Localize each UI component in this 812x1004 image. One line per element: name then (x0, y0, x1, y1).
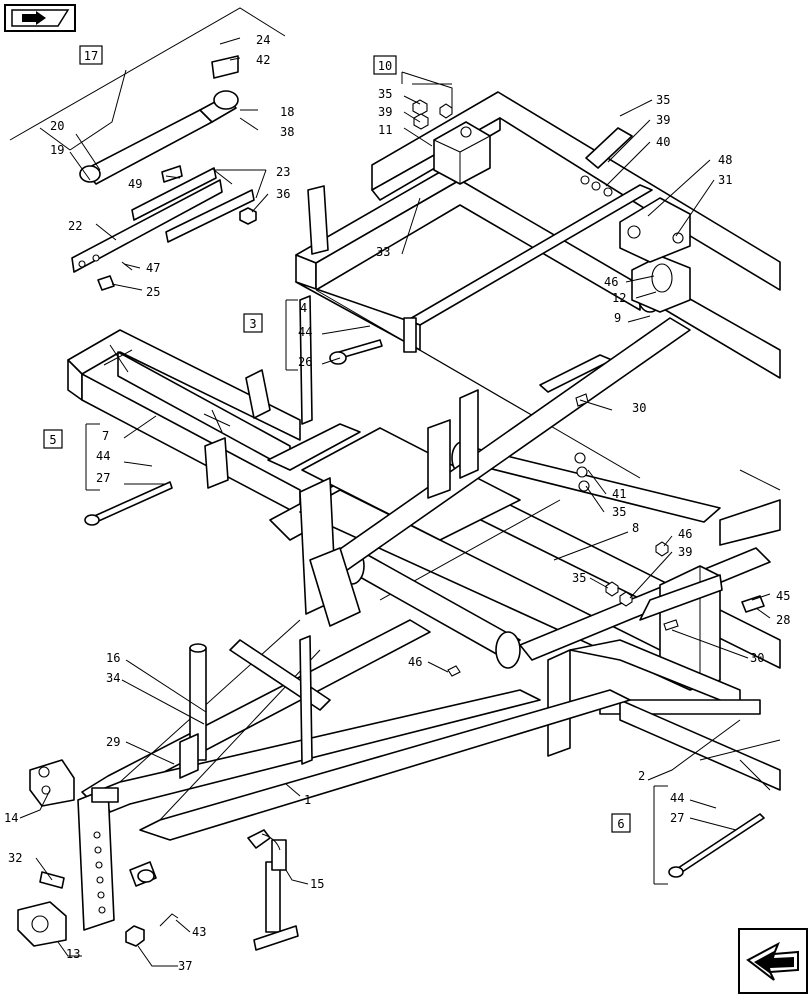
callout-labels: 24 42 18 38 20 19 49 23 36 22 47 25 35 3… (4, 33, 790, 973)
group-3[interactable]: 3 (243, 313, 263, 333)
group-label-6[interactable]: 6 (617, 817, 624, 831)
callout-23[interactable]: 23 (276, 165, 290, 179)
callout-13[interactable]: 13 (66, 947, 80, 961)
group-label-5[interactable]: 5 (49, 433, 56, 447)
group-box-6[interactable] (611, 813, 631, 833)
callout-48[interactable]: 48 (718, 153, 732, 167)
callout-35-d[interactable]: 35 (572, 571, 586, 585)
callout-46-c[interactable]: 46 (408, 655, 422, 669)
callout-40[interactable]: 40 (656, 135, 670, 149)
callout-46-a[interactable]: 46 (604, 275, 618, 289)
callout-39-a[interactable]: 39 (378, 105, 392, 119)
callout-36[interactable]: 36 (276, 187, 290, 201)
callout-49[interactable]: 49 (128, 177, 142, 191)
callout-35-a[interactable]: 35 (378, 87, 392, 101)
callout-35-b[interactable]: 35 (656, 93, 670, 107)
callout-12[interactable]: 12 (612, 291, 626, 305)
callout-39-b[interactable]: 39 (656, 113, 670, 127)
callout-14[interactable]: 14 (4, 811, 18, 825)
callout-39-c[interactable]: 39 (678, 545, 692, 559)
group-17[interactable]: 17 (79, 45, 103, 65)
callout-34[interactable]: 34 (106, 671, 120, 685)
callout-27-a[interactable]: 27 (96, 471, 110, 485)
callout-32[interactable]: 32 (8, 851, 22, 865)
callout-16[interactable]: 16 (106, 651, 120, 665)
callout-46-b[interactable]: 46 (678, 527, 692, 541)
next-arrow-icon (740, 930, 806, 992)
callout-30-a[interactable]: 30 (632, 401, 646, 415)
callout-11[interactable]: 11 (378, 123, 392, 137)
callout-20[interactable]: 20 (50, 119, 64, 133)
back-button[interactable] (4, 4, 76, 32)
next-button[interactable] (738, 928, 808, 994)
callout-25[interactable]: 25 (146, 285, 160, 299)
callout-33[interactable]: 33 (376, 245, 390, 259)
callout-38[interactable]: 38 (280, 125, 294, 139)
callout-29[interactable]: 29 (106, 735, 120, 749)
callout-9[interactable]: 9 (614, 311, 621, 325)
group-box-10[interactable] (373, 55, 397, 75)
callout-35-c[interactable]: 35 (612, 505, 626, 519)
callout-45[interactable]: 45 (776, 589, 790, 603)
callout-24[interactable]: 24 (256, 33, 270, 47)
callout-30-b[interactable]: 30 (750, 651, 764, 665)
callout-41[interactable]: 41 (612, 487, 626, 501)
group-box-3[interactable] (243, 313, 263, 333)
callout-42[interactable]: 42 (256, 53, 270, 67)
callout-19[interactable]: 19 (50, 143, 64, 157)
callout-26[interactable]: 26 (298, 355, 312, 369)
callout-4[interactable]: 4 (300, 301, 307, 315)
leader-lines (9, 7, 771, 967)
callout-15[interactable]: 15 (310, 877, 324, 891)
callout-47[interactable]: 47 (146, 261, 160, 275)
group-label-17[interactable]: 17 (84, 49, 98, 63)
callout-44-a[interactable]: 44 (298, 325, 312, 339)
callout-7[interactable]: 7 (102, 429, 109, 443)
group-label-10[interactable]: 10 (378, 59, 392, 73)
callout-1[interactable]: 1 (304, 793, 311, 807)
callout-28[interactable]: 28 (776, 613, 790, 627)
callout-44-c[interactable]: 44 (670, 791, 684, 805)
group-box-5[interactable] (43, 429, 63, 449)
callout-43[interactable]: 43 (192, 925, 206, 939)
callout-22[interactable]: 22 (68, 219, 82, 233)
group-label-3[interactable]: 3 (249, 317, 256, 331)
callout-8[interactable]: 8 (632, 521, 639, 535)
callout-18[interactable]: 18 (280, 105, 294, 119)
callout-27-b[interactable]: 27 (670, 811, 684, 825)
callout-2[interactable]: 2 (638, 769, 645, 783)
callout-31[interactable]: 31 (718, 173, 732, 187)
back-arrow-icon (6, 6, 74, 30)
frame-drawing (17, 55, 781, 951)
group-5[interactable]: 5 (43, 429, 63, 449)
group-box-17[interactable] (79, 45, 103, 65)
callout-44-b[interactable]: 44 (96, 449, 110, 463)
group-6[interactable]: 6 (611, 813, 631, 833)
group-10[interactable]: 10 (373, 55, 397, 75)
callout-37[interactable]: 37 (178, 959, 192, 973)
